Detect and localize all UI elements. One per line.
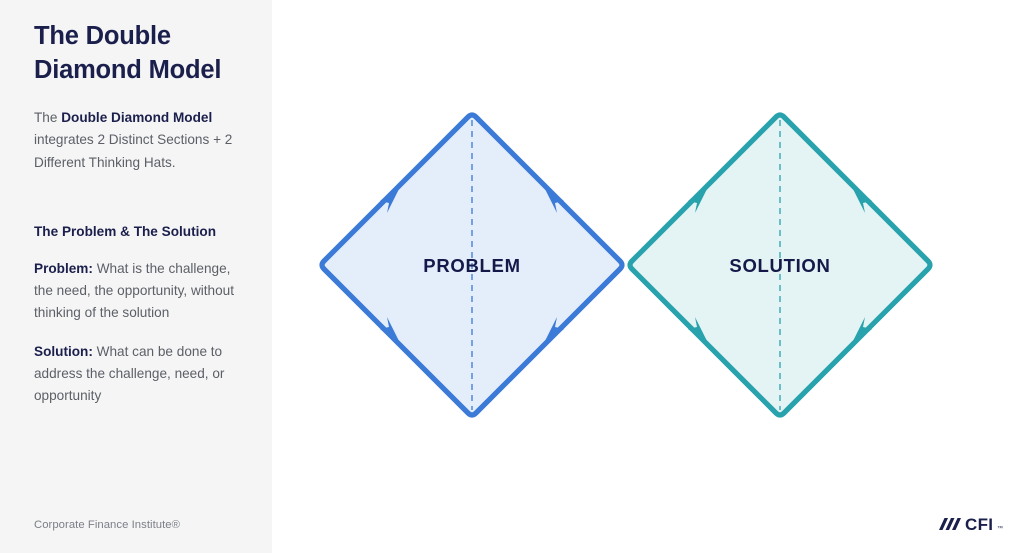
arrow-problem-top-left [380, 183, 402, 213]
solution-label: Solution: [34, 343, 93, 359]
cfi-logo: CFI ™ [934, 513, 1006, 535]
intro-rest: integrates 2 Distinct Sections + 2 Diffe… [34, 132, 233, 170]
arrow-solution-top-left [688, 183, 710, 213]
cfi-logo-text: CFI [965, 515, 993, 534]
solution-paragraph: Solution: What can be done to address th… [34, 341, 238, 407]
arrow-problem-bottom-right [542, 317, 564, 347]
attribution-text: Corporate Finance Institute® [34, 519, 180, 531]
arrow-solution-bottom-left [688, 317, 710, 347]
problem-text: What is the challenge, the need, the opp… [34, 261, 235, 321]
arrow-problem-top-right [542, 183, 564, 213]
arrow-solution-bottom-right [850, 317, 872, 347]
double-diamond-diagram: PROBLEM SOLUTION [272, 0, 1024, 553]
section-heading: The Problem & The Solution [34, 223, 217, 239]
diamond-problem: PROBLEM [319, 112, 625, 418]
problem-label: Problem: [34, 261, 93, 277]
diamond-solution: SOLUTION [627, 112, 933, 418]
intro-bold-term: Double Diamond Model [61, 110, 213, 126]
cfi-logo-mark [939, 518, 961, 530]
sidebar: The Double Diamond Model The Double Diam… [0, 0, 272, 553]
problem-paragraph: Problem: What is the challenge, the need… [34, 258, 238, 324]
arrow-solution-top-right [850, 183, 872, 213]
page-title: The Double Diamond Model [34, 22, 222, 84]
diamond-solution-label: SOLUTION [729, 255, 830, 276]
arrow-problem-bottom-left [380, 317, 402, 347]
diamond-problem-label: PROBLEM [423, 255, 520, 276]
cfi-logo-trademark: ™ [997, 525, 1003, 532]
intro-lead: The [34, 110, 62, 126]
intro-paragraph: The Double Diamond Model integrates 2 Di… [34, 107, 238, 173]
solution-text: What can be done to address the challeng… [34, 343, 225, 403]
